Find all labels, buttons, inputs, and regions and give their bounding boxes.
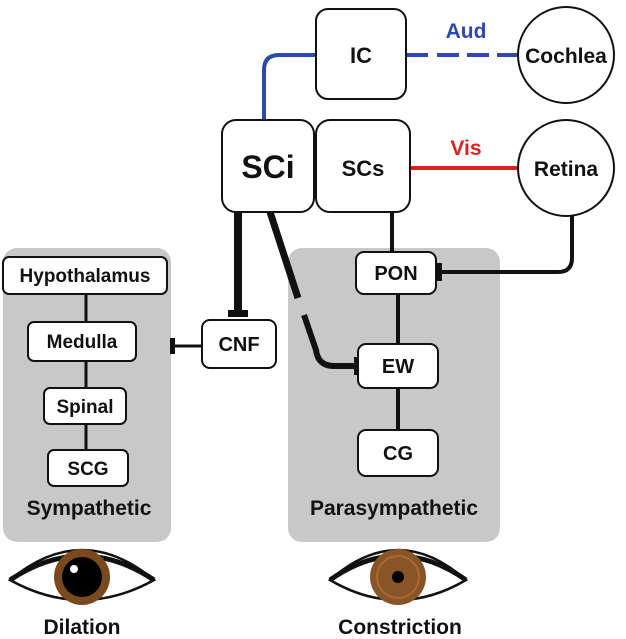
- dilated-pupil-eye-icon: [7, 548, 157, 605]
- scg-node: SCG: [47, 449, 129, 487]
- cg-label: CG: [383, 443, 413, 465]
- dilation-label: Dilation: [44, 616, 121, 639]
- aud-label: Aud: [446, 20, 487, 43]
- cochlea-label: Cochlea: [525, 45, 607, 68]
- pon-label: PON: [374, 263, 417, 285]
- medulla-node: Medulla: [27, 321, 137, 362]
- ic-label: IC: [350, 43, 372, 68]
- retina-label: Retina: [534, 158, 599, 181]
- spinal-node: Spinal: [43, 387, 127, 425]
- parasympathetic-label: Parasympathetic: [310, 497, 478, 520]
- scs-node: SCs: [315, 119, 411, 213]
- vis-label: Vis: [450, 137, 481, 160]
- hypothalamus-label: Hypothalamus: [20, 266, 151, 287]
- constriction-label: Constriction: [338, 616, 462, 639]
- pon-node: PON: [355, 251, 437, 295]
- spinal-label: Spinal: [56, 397, 113, 418]
- scg-label: SCG: [67, 459, 108, 480]
- sympathetic-label: Sympathetic: [27, 497, 152, 520]
- neural-connections: [84, 210, 574, 450]
- cnf-node: CNF: [201, 319, 277, 369]
- constricted-pupil-eye-icon: [327, 548, 469, 605]
- cochlea-node: Cochlea: [517, 6, 615, 104]
- cg-node: CG: [357, 429, 439, 477]
- hypothalamus-node: Hypothalamus: [2, 256, 168, 295]
- auditory-pathway: Aud: [262, 20, 517, 120]
- sci-label: SCi: [241, 149, 294, 185]
- ic-node: IC: [315, 8, 407, 100]
- sci-node: SCi: [221, 119, 315, 213]
- ew-node: EW: [357, 343, 439, 389]
- cnf-label: CNF: [218, 334, 259, 356]
- retina-node: Retina: [517, 119, 615, 217]
- medulla-label: Medulla: [47, 332, 118, 353]
- ew-label: EW: [382, 356, 414, 378]
- scs-label: SCs: [342, 156, 385, 181]
- parasympathetic-panel: [288, 248, 500, 542]
